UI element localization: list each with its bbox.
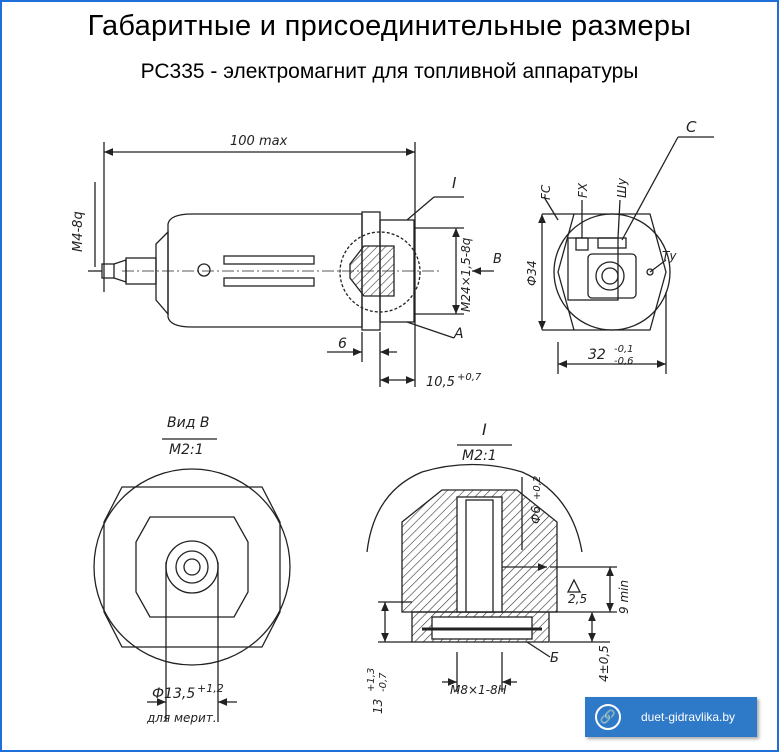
label-dim-6: 6 [338,336,347,352]
label-dim-32-tol-lower: -0,6 [614,356,634,367]
label-dim-10-5-tol: +0,7 [457,372,482,383]
label-dim-2-5: 2,5 [568,592,587,606]
label-overall-length: 100 max [230,134,288,149]
label-thread-m8: М8×1-8Н [450,683,507,697]
label-dim-phi6: Ф6 [529,506,543,524]
view-b [93,438,291,722]
label-callout-fc: FС [539,184,553,200]
label-view-b-title: Вид В [167,415,209,431]
page-subtitle: РС335 - электромагнит для топливной аппа… [140,60,639,83]
label-dim-4: 4±0,5 [597,645,611,682]
label-thread-m24: М24×1,5-8q [459,237,473,312]
label-detail-scale: М2:1 [462,448,497,464]
site-badge[interactable]: 🔗 duet-gidravlika.by [585,697,757,737]
label-detail-title: I [482,420,487,439]
label-callout-c: С [686,118,697,136]
label-dim-10-5: 10,5 [426,375,455,390]
label-dim-13-tol-lower: -0,7 [378,672,389,692]
label-dim-13-tol-upper: +1,3 [366,668,377,692]
label-dim-phi6-tol: +0,2 [532,476,543,500]
label-view-b-arrow: В [493,252,502,267]
label-callout-shu: Шу [615,177,629,198]
label-dim-phi34: Ф34 [525,260,539,286]
label-callout-fx: FX [576,182,590,198]
label-dim-phi13-5: Ф13,5 [152,686,195,702]
label-dim-13: 13 [371,699,385,714]
label-view-b-scale: М2:1 [169,442,204,458]
label-dim-phi13-5-tol: +1,2 [197,682,224,695]
label-dim-phi13-5-note: для мерит. [146,711,217,725]
label-detail-ref-top: I [452,174,457,192]
label-dim-32: 32 [588,347,606,363]
label-dim-9min: 9 min [617,580,631,614]
link-icon: 🔗 [595,704,621,730]
label-callout-b: Б [550,651,559,666]
detail-i [366,444,617,692]
label-callout-tu: Ту [662,249,677,263]
end-view [538,136,714,374]
label-section-a: А [453,326,464,342]
label-thread-m4: М4-8q [71,211,86,252]
side-view [88,142,494,387]
site-badge-text: duet-gidravlika.by [641,710,736,724]
label-dim-32-tol-upper: -0,1 [614,344,634,355]
page-title: Габаритные и присоединительные размеры [87,10,692,42]
